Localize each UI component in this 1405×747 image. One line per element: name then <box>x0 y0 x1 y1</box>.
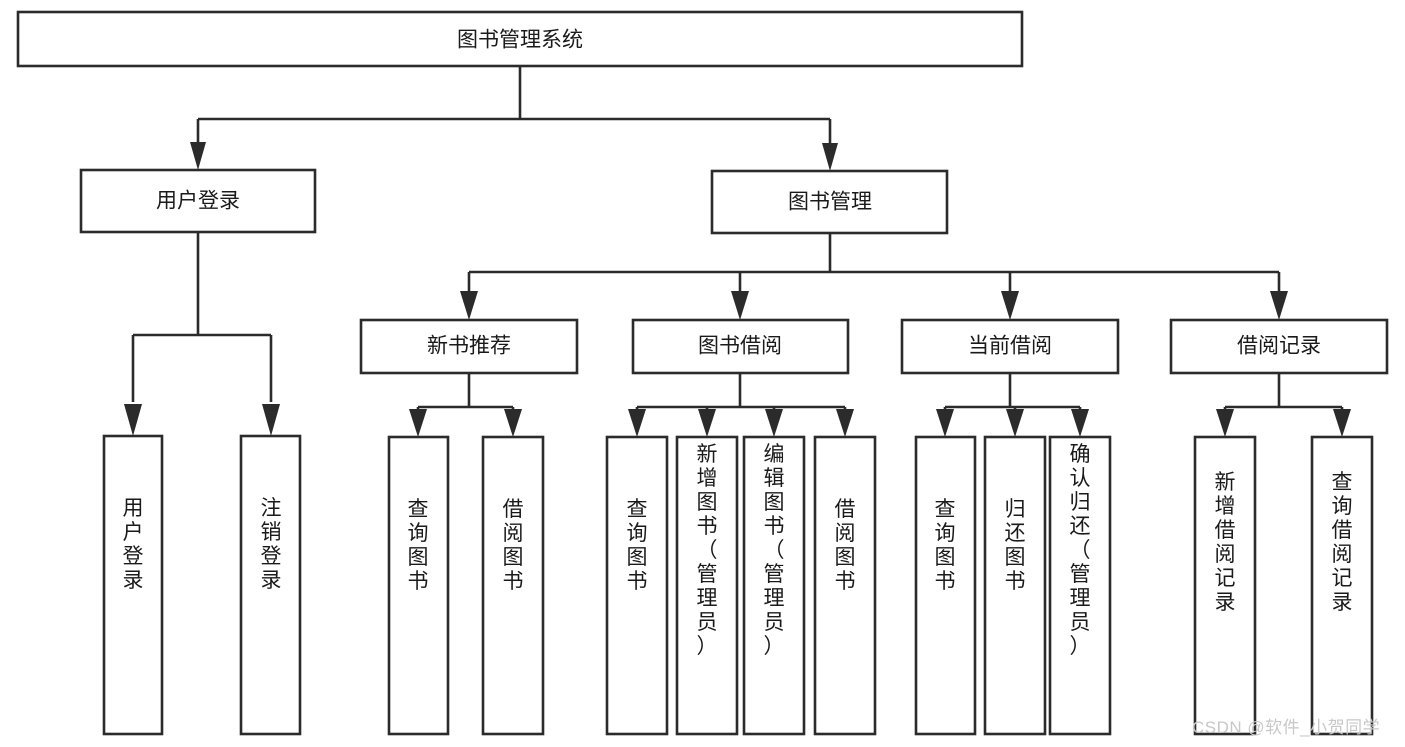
node-leaf-add-record-box[interactable] <box>1193 435 1257 736</box>
node-borrow-record-label: 借阅记录 <box>1237 335 1321 358</box>
arrow-leaf-user-logout <box>262 404 280 436</box>
node-leaf-add-book-box[interactable] <box>675 435 739 736</box>
arrow-new-book-recommend <box>460 291 478 320</box>
node-leaf-query-book-2-box[interactable] <box>605 435 669 736</box>
node-root-label: 图书管理系统 <box>457 29 583 52</box>
arrow-leaf-add-record <box>1216 409 1234 437</box>
node-book-borrow[interactable]: 图书借阅 <box>631 318 850 375</box>
node-borrow-record[interactable]: 借阅记录 <box>1169 318 1389 375</box>
node-book-manage-label: 图书管理 <box>788 191 872 214</box>
node-leaf-borrow-book-2-box[interactable] <box>813 435 877 736</box>
node-leaf-query-book-3-box[interactable] <box>914 435 977 736</box>
node-current-borrow-label: 当前借阅 <box>968 335 1052 358</box>
arrow-leaf-query-book-3 <box>936 409 954 437</box>
node-book-borrow-label: 图书借阅 <box>698 335 782 358</box>
node-leaf-query-book-3[interactable]: 查询图书 <box>914 435 977 736</box>
node-book-borrow-box[interactable] <box>631 318 850 375</box>
node-borrow-record-box[interactable] <box>1169 318 1389 375</box>
node-leaf-query-book-3-label: 查询图书 <box>935 498 956 593</box>
node-current-borrow[interactable]: 当前借阅 <box>900 318 1120 375</box>
node-leaf-user-logout-label: 注销登录 <box>261 497 282 592</box>
node-leaf-user-login-box[interactable] <box>102 434 164 736</box>
node-leaf-edit-book-label: 编辑图书（管理员） <box>764 443 785 658</box>
nodes-layer: 图书管理系统 用户登录 图书管理 新书推荐 图书借阅 <box>16 10 1389 736</box>
node-leaf-user-logout[interactable]: 注销登录 <box>239 434 302 736</box>
node-leaf-add-record[interactable]: 新增借阅记录 <box>1193 435 1257 736</box>
arrow-leaf-query-book-2 <box>628 409 646 437</box>
arrow-leaf-edit-book <box>765 409 783 437</box>
node-root-box[interactable] <box>16 10 1024 68</box>
arrow-leaf-user-login <box>124 404 142 436</box>
node-leaf-add-book-label: 新增图书（管理员） <box>697 443 718 658</box>
node-leaf-return-book-label: 归还图书 <box>1005 498 1026 593</box>
node-current-borrow-box[interactable] <box>900 318 1120 375</box>
node-user-login[interactable]: 用户登录 <box>79 168 317 234</box>
node-book-manage[interactable]: 图书管理 <box>710 169 949 235</box>
node-leaf-query-book-1-label: 查询图书 <box>408 498 429 593</box>
arrow-leaf-borrow-book-2 <box>836 409 854 437</box>
node-leaf-edit-book-box[interactable] <box>742 435 806 736</box>
node-leaf-confirm-return[interactable]: 确认归还（管理员） <box>1048 435 1112 736</box>
node-new-book-recommend-box[interactable] <box>359 318 579 375</box>
node-leaf-confirm-return-box[interactable] <box>1048 435 1112 736</box>
node-leaf-user-login-label: 用户登录 <box>123 497 144 592</box>
watermark-label: CSDN @软件_小贺同学 <box>1192 718 1380 737</box>
node-leaf-borrow-book-2[interactable]: 借阅图书 <box>813 435 877 736</box>
node-new-book-recommend[interactable]: 新书推荐 <box>359 318 579 375</box>
node-leaf-query-book-1[interactable]: 查询图书 <box>387 435 450 736</box>
node-leaf-borrow-book-1[interactable]: 借阅图书 <box>481 435 545 736</box>
node-leaf-query-record-label: 查询借阅记录 <box>1332 471 1353 614</box>
node-leaf-query-book-2[interactable]: 查询图书 <box>605 435 669 736</box>
node-leaf-return-book-box[interactable] <box>983 435 1047 736</box>
arrow-current-borrow <box>1001 291 1019 320</box>
node-leaf-query-book-2-label: 查询图书 <box>627 498 648 593</box>
node-leaf-query-record[interactable]: 查询借阅记录 <box>1310 435 1374 736</box>
node-leaf-user-login[interactable]: 用户登录 <box>102 434 164 736</box>
node-leaf-edit-book[interactable]: 编辑图书（管理员） <box>742 435 806 736</box>
node-book-manage-box[interactable] <box>710 169 949 235</box>
node-leaf-add-record-label: 新增借阅记录 <box>1215 471 1236 614</box>
node-leaf-borrow-book-2-label: 借阅图书 <box>835 498 856 593</box>
node-leaf-query-record-box[interactable] <box>1310 435 1374 736</box>
arrow-leaf-borrow-book-1 <box>504 409 522 437</box>
node-leaf-add-book[interactable]: 新增图书（管理员） <box>675 435 739 736</box>
node-user-login-box[interactable] <box>79 168 317 234</box>
arrow-leaf-return-book <box>1006 409 1024 437</box>
arrow-leaf-query-book-1 <box>409 409 427 437</box>
node-root[interactable]: 图书管理系统 <box>16 10 1024 68</box>
node-leaf-borrow-book-1-label: 借阅图书 <box>503 498 524 593</box>
node-new-book-recommend-label: 新书推荐 <box>427 335 511 358</box>
arrow-to-user-login <box>190 142 206 170</box>
node-leaf-return-book[interactable]: 归还图书 <box>983 435 1047 736</box>
node-user-login-label: 用户登录 <box>156 190 240 213</box>
arrow-leaf-query-record <box>1333 409 1351 437</box>
node-leaf-confirm-return-label: 确认归还（管理员） <box>1070 443 1091 658</box>
arrow-leaf-add-book <box>698 409 716 437</box>
node-leaf-user-logout-box[interactable] <box>239 434 302 736</box>
edges-layer <box>124 66 1351 437</box>
arrow-borrow-record <box>1270 291 1288 320</box>
arrow-leaf-confirm-return <box>1071 409 1089 437</box>
arrow-book-borrow <box>731 291 749 320</box>
node-leaf-query-book-1-box[interactable] <box>387 435 450 736</box>
arrow-to-book-manage <box>822 143 838 171</box>
node-leaf-borrow-book-1-box[interactable] <box>481 435 545 736</box>
